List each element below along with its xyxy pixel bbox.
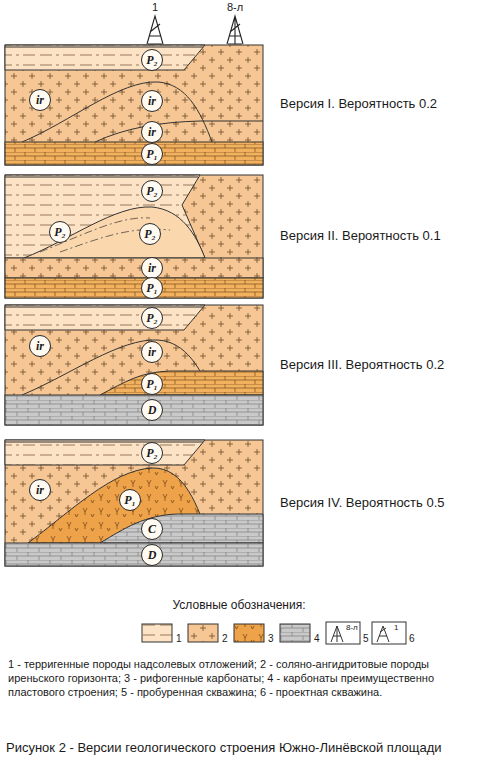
version-label: Версия IV. Вероятность 0.5 [280,495,445,511]
formation-index: ir [148,95,156,107]
formation-index: P₁ [146,282,158,294]
formation-index: ir [148,346,156,358]
formation-index-circle: ir [141,341,163,363]
formation-index-circle: P₁ [141,277,163,299]
formation-index: P₂ [146,312,158,324]
formation-index: D [148,549,157,561]
well-number: 1 [152,1,158,15]
legend-well-label: 1 [394,623,398,633]
formation-index: P₂ [144,228,156,240]
formation-index-circle: ir [141,257,163,279]
formation-index-circle: ir [29,89,51,111]
formation-index-circle: ir [141,121,163,143]
formation-index-circle: P₂ [49,221,71,243]
formation-index: P₁ [146,148,158,160]
figure-caption: Рисунок 2 - Версии геологического строен… [6,740,472,756]
formation-index-circle: P₂ [141,442,163,464]
legend-well-label: 8-л [346,623,358,633]
formation-index-circle: P₁ [141,373,163,395]
formation-index-circle: P₂ [139,223,161,245]
formation-index: ir [148,262,156,274]
formation-index-circle: ir [29,479,51,501]
formation-index: ir [148,126,156,138]
version-label: Версия I. Вероятность 0.2 [280,96,437,112]
well-number: 8-л [227,1,243,15]
version-label: Версия III. Вероятность 0.2 [280,357,444,373]
formation-index: P₁ [124,494,136,506]
version-label: Версия II. Вероятность 0.1 [280,228,441,244]
legend-number: 1 [176,633,182,646]
legend-number: 3 [268,633,274,646]
formation-index: P₂ [54,226,66,238]
formation-index-circle: P₁ [119,489,141,511]
formation-index: ir [36,94,44,106]
legend-number: 4 [314,633,320,646]
formation-index: P₂ [146,447,158,459]
formation-index: ir [36,484,44,496]
legend-number: 2 [222,633,228,646]
formation-index-circle: P₂ [141,180,163,202]
formation-index: C [148,523,156,535]
formation-index-circle: P₂ [141,307,163,329]
formation-index-circle: ir [141,90,163,112]
legend-number: 6 [409,633,415,646]
formation-index: D [148,404,157,416]
legend-description: 1 - терригенные породы надсолевых отложе… [8,658,470,699]
formation-index-circle: D [141,399,163,421]
formation-index: P₂ [146,54,158,66]
formation-index: P₂ [146,185,158,197]
formation-index-circle: D [141,544,163,566]
legend-heading: Условные обозначения: [173,598,306,613]
formation-index-circle: ir [29,335,51,357]
formation-index: ir [36,340,44,352]
legend-number: 5 [363,633,369,646]
formation-index-circle: P₁ [141,143,163,165]
formation-index: P₁ [146,378,158,390]
formation-index-circle: C [141,518,163,540]
formation-index-circle: P₂ [141,49,163,71]
